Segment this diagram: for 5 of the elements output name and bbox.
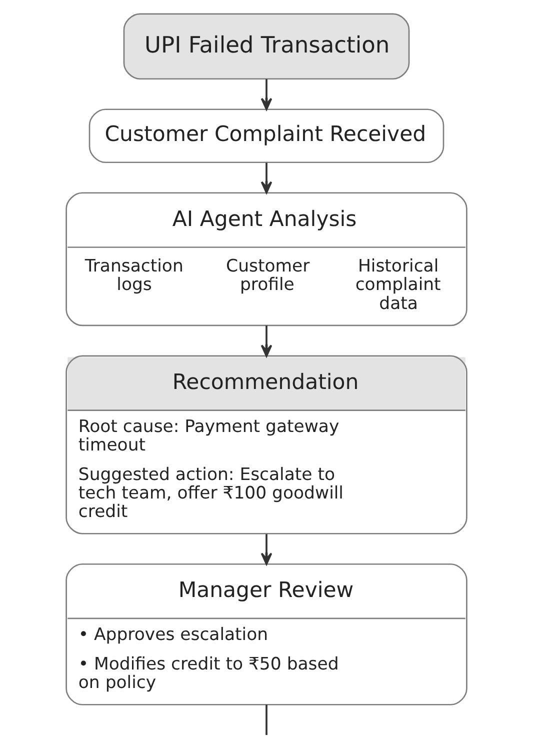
connector [266,704,268,735]
arrow [260,162,272,194]
arrow [260,534,272,565]
arrow [260,79,272,110]
arrow [260,326,272,357]
